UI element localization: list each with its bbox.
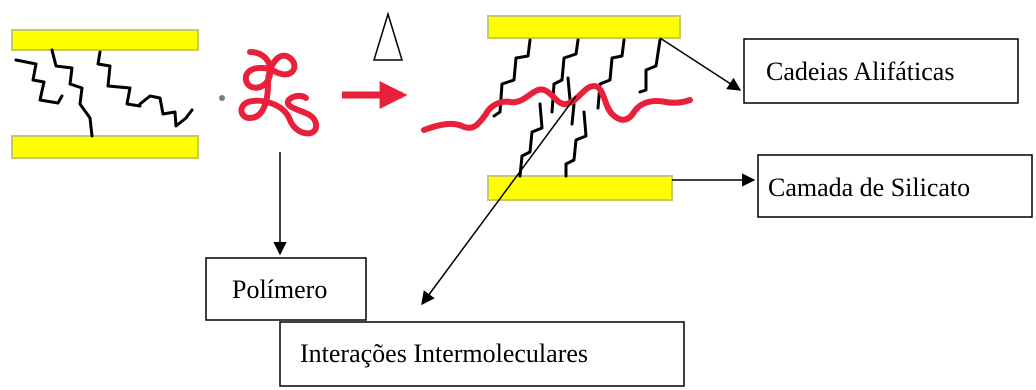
silicate-layer-text: Camada de Silicato <box>768 173 970 202</box>
right-clay-stack <box>487 15 681 201</box>
right-chain-2 <box>550 38 580 114</box>
left-chain-4 <box>138 94 194 128</box>
intercalated-polymer <box>421 83 693 133</box>
right-chain-1 <box>492 38 532 118</box>
aliphatic-chains-label: Cadeias Alifáticas <box>743 38 1019 104</box>
heat-triangle-icon <box>372 11 404 61</box>
heat-symbol-text: ∆ <box>0 0 1 1</box>
polymer-text: Polímero <box>232 275 327 304</box>
silicate-layer-box <box>757 154 1033 218</box>
intermolecular-label: Interações Intermoleculares <box>279 321 685 387</box>
left-chain-3 <box>96 50 142 108</box>
left-top-silicate-layer <box>11 29 199 51</box>
left-bottom-silicate-layer <box>11 135 199 159</box>
silicate-layer-label: Camada de Silicato <box>757 154 1033 218</box>
left-chain-2 <box>50 48 94 138</box>
aliphatic-chains-pointer <box>659 37 742 91</box>
aliphatic-chains-text: Cadeias Alifáticas <box>766 57 954 86</box>
intermolecular-pointer <box>421 95 577 306</box>
right-chain-5 <box>518 102 544 178</box>
plus-dot <box>219 95 225 101</box>
intermolecular-box <box>279 321 685 387</box>
right-top-silicate-layer <box>487 15 681 39</box>
polymer-box <box>205 257 367 321</box>
left-clay-stack <box>11 29 199 159</box>
aliphatic-chains-box <box>743 38 1019 104</box>
left-chain-1 <box>14 58 64 105</box>
right-bottom-silicate-layer <box>487 175 673 201</box>
intermolecular-text: Interações Intermoleculares <box>300 339 588 368</box>
right-chain-6 <box>564 110 588 178</box>
right-chain-4 <box>638 38 662 94</box>
polymer-label: Polímero <box>205 257 367 321</box>
polymer-coil <box>238 49 319 137</box>
